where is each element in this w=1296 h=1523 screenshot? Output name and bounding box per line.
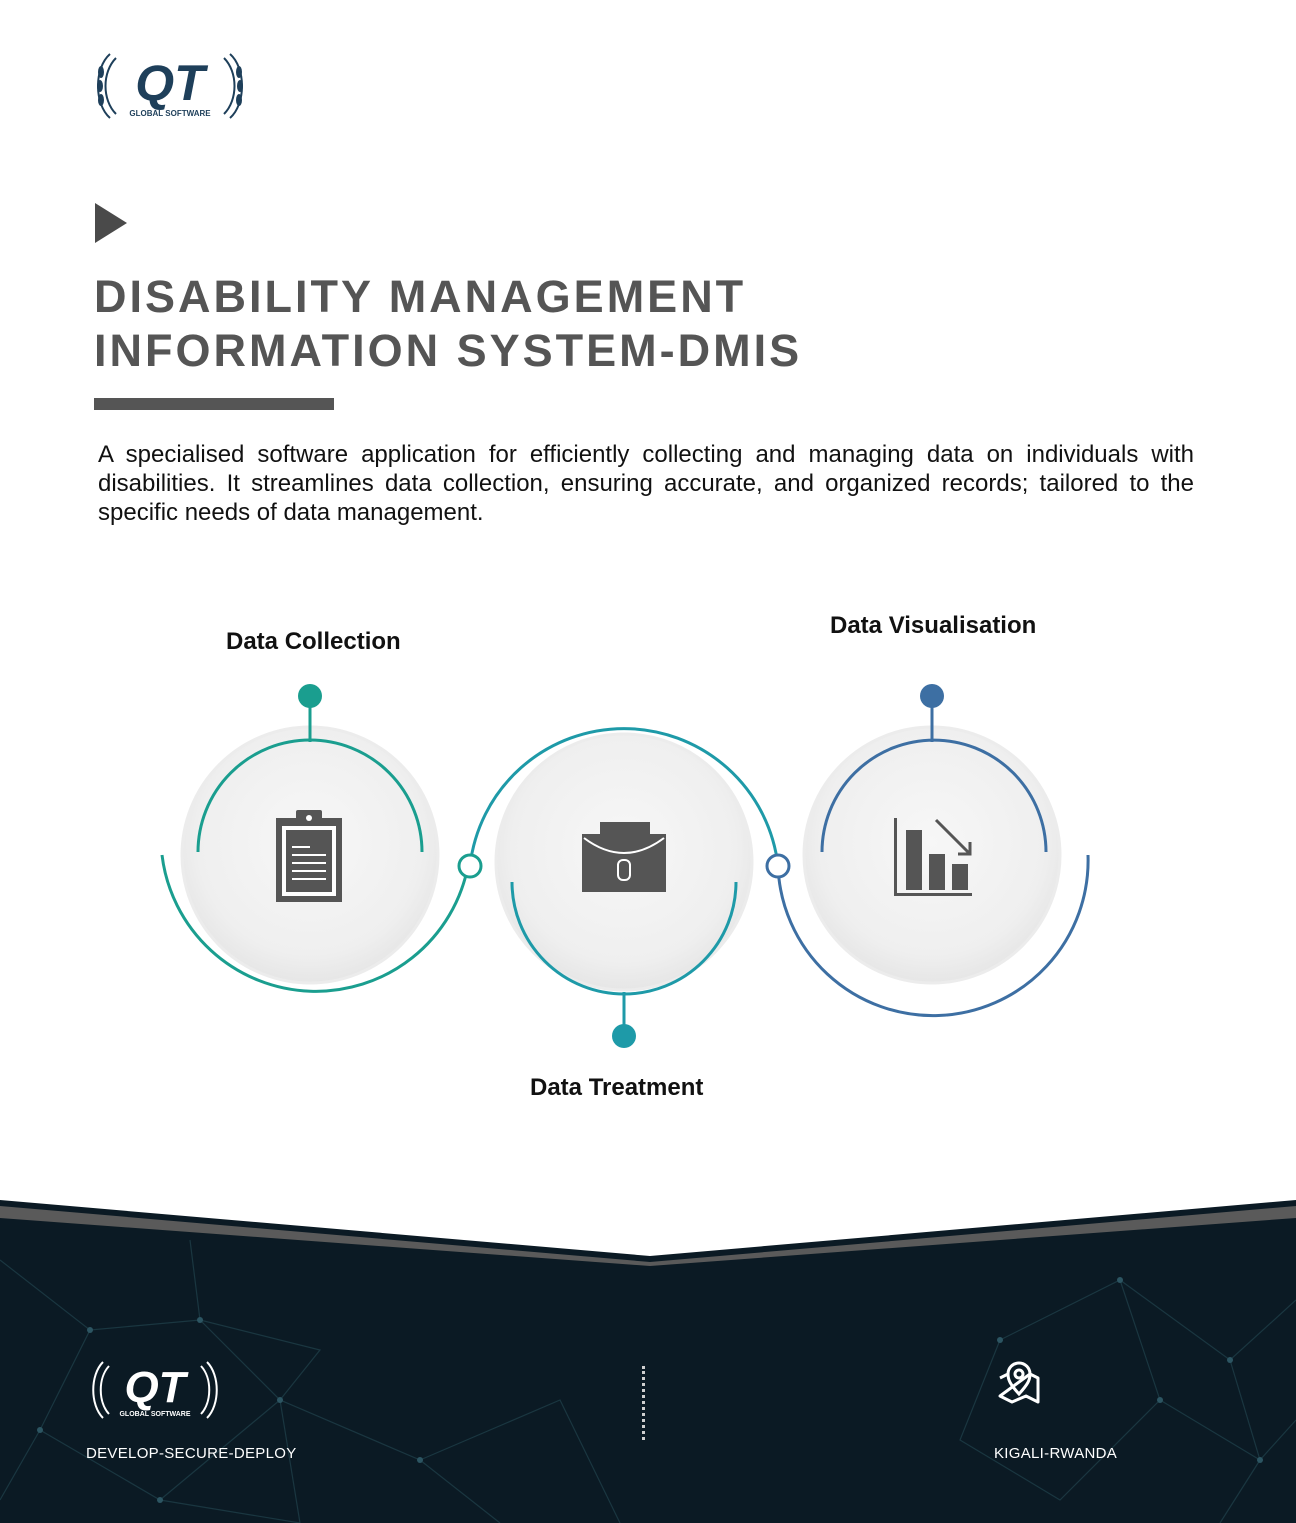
map-pin-icon [996, 1360, 1042, 1406]
bar-chart-down-icon [894, 818, 972, 896]
treatment-outer-arc [468, 727, 780, 867]
footer-logo-text: QT [124, 1363, 188, 1412]
step-label-visualisation: Data Visualisation [830, 612, 1037, 639]
play-icon [95, 203, 127, 243]
description: A specialised software application for e… [98, 441, 1194, 526]
footer: QT GLOBAL SOFTWARE DEVELOP-SECURE-DEPLOY… [0, 1200, 1296, 1523]
location-text: KIGALI-RWANDA [994, 1445, 1118, 1462]
visualisation-outer-arc [776, 854, 1090, 1018]
tagline: DEVELOP-SECURE-DEPLOY [86, 1445, 297, 1462]
collection-node [298, 684, 322, 708]
clipboard-icon [276, 810, 342, 902]
collection-outer-arc [160, 854, 470, 993]
visualisation-node [920, 684, 944, 708]
logo-text: QT [135, 55, 209, 111]
step-label-collection: Data Collection [226, 628, 401, 655]
title-underline [94, 398, 334, 410]
visualisation-inner-arc [820, 738, 1048, 853]
footer-logo: QT GLOBAL SOFTWARE [88, 1357, 222, 1423]
step-label-treatment: Data Treatment [530, 1074, 704, 1101]
footer-logo-subtext: GLOBAL SOFTWARE [119, 1411, 190, 1418]
company-logo: QT GLOBAL SOFTWARE [92, 48, 248, 124]
page-title: DISABILITY MANAGEMENT INFORMATION SYSTEM… [94, 270, 802, 378]
logo-subtext: GLOBAL SOFTWARE [129, 109, 211, 118]
junction-ring-1 [457, 853, 483, 879]
junction-ring-2 [765, 853, 791, 879]
briefcase-icon [582, 822, 666, 892]
title-line-1: DISABILITY MANAGEMENT [94, 271, 747, 322]
title-line-2: INFORMATION SYSTEM-DMIS [94, 325, 803, 376]
treatment-node [612, 1024, 636, 1048]
footer-divider [642, 1366, 645, 1440]
process-diagram: Data Collection Data Treatment Data Visu… [150, 600, 1110, 1120]
